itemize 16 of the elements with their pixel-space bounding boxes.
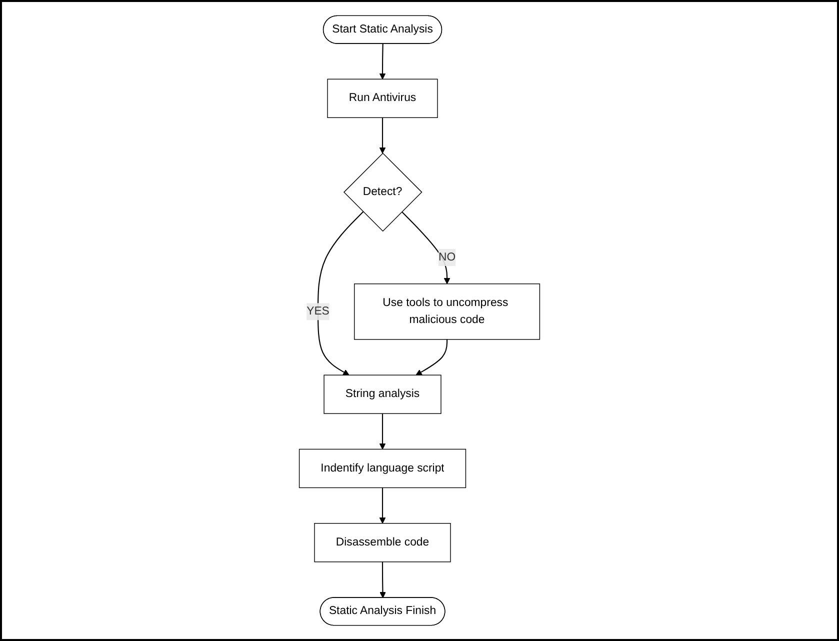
node-diamond: Detect? bbox=[343, 152, 422, 232]
arrow bbox=[317, 211, 364, 376]
arrow bbox=[416, 339, 448, 376]
node-box: Indentify language script bbox=[298, 448, 466, 488]
arrow bbox=[379, 414, 386, 450]
node-box: Use tools to uncompress malicious code bbox=[354, 283, 540, 340]
arrow bbox=[379, 488, 386, 524]
node-box: String analysis bbox=[324, 374, 442, 414]
edge-label: NO bbox=[438, 251, 456, 264]
arrow bbox=[380, 562, 386, 598]
arrow bbox=[401, 211, 450, 284]
arrow bbox=[379, 44, 386, 80]
arrow bbox=[379, 118, 386, 154]
node-box: Run Antivirus bbox=[327, 78, 438, 118]
node-box: Disassemble code bbox=[314, 523, 451, 562]
edge-label: YES bbox=[306, 305, 330, 318]
